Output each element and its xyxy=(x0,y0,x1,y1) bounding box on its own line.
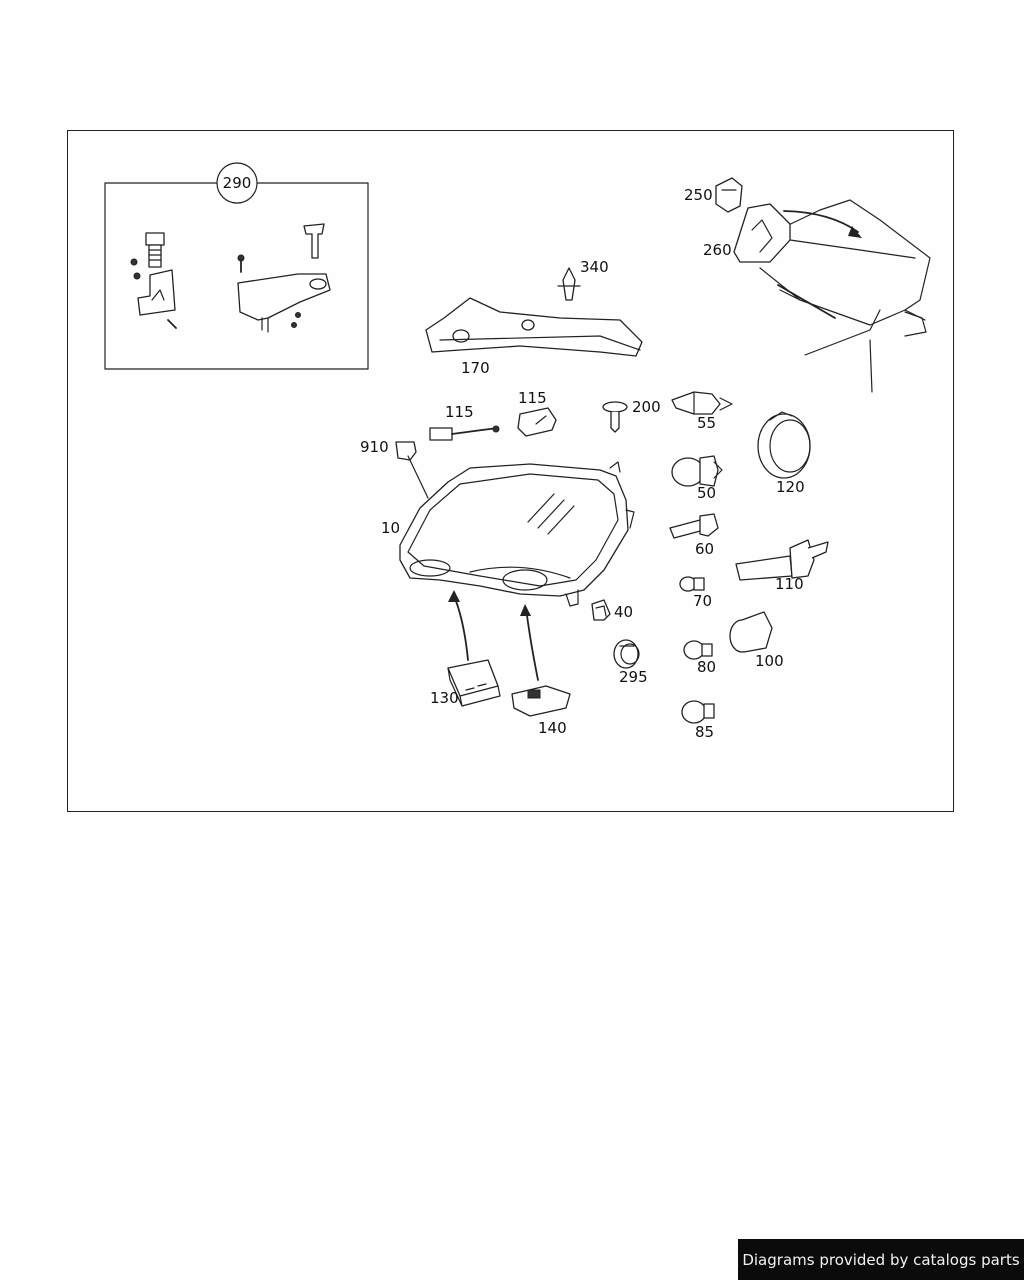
wiring-harness-icon xyxy=(429,425,500,441)
mount-bracket-icon xyxy=(237,223,331,333)
inset-box-290: 290 xyxy=(104,162,369,370)
callout-55[interactable]: 55 xyxy=(697,414,716,432)
callout-290[interactable]: 290 xyxy=(223,174,252,192)
clip-40-icon xyxy=(591,599,611,621)
callout-80[interactable]: 80 xyxy=(697,658,716,676)
bulb-60-icon xyxy=(669,513,719,539)
callout-130[interactable]: 130 xyxy=(430,689,459,707)
diagram-frame xyxy=(67,130,954,812)
callout-170[interactable]: 170 xyxy=(461,359,490,377)
callout-85[interactable]: 85 xyxy=(695,723,714,741)
credit-badge: Diagrams provided by catalogs parts xyxy=(738,1239,1024,1280)
dust-cap-icon xyxy=(757,411,811,479)
callout-115a[interactable]: 115 xyxy=(445,403,474,421)
callout-115b[interactable]: 115 xyxy=(518,389,547,407)
screw-icon xyxy=(130,258,177,329)
xenon-bulb-icon xyxy=(735,539,829,581)
bulb-80-icon xyxy=(683,640,713,660)
bolt-icon xyxy=(145,232,165,268)
callout-250[interactable]: 250 xyxy=(684,186,713,204)
callout-260[interactable]: 260 xyxy=(703,241,732,259)
bulb-70-icon xyxy=(679,576,705,592)
callout-340[interactable]: 340 xyxy=(580,258,609,276)
callout-200[interactable]: 200 xyxy=(632,398,661,416)
callout-50[interactable]: 50 xyxy=(697,484,716,502)
vehicle-outline xyxy=(759,199,931,393)
callout-70[interactable]: 70 xyxy=(693,592,712,610)
sensor-cover-icon xyxy=(733,203,791,263)
screw-200-icon xyxy=(602,401,628,433)
cowl-cover-icon xyxy=(425,297,643,357)
grommet-icon xyxy=(613,639,640,669)
control-unit-140-icon xyxy=(511,685,571,717)
rain-sensor-icon xyxy=(715,177,743,213)
callout-110[interactable]: 110 xyxy=(775,575,804,593)
callout-100[interactable]: 100 xyxy=(755,652,784,670)
connector-icon xyxy=(517,407,557,437)
bulb-85-icon xyxy=(681,700,715,724)
callout-140[interactable]: 140 xyxy=(538,719,567,737)
bracket-icon xyxy=(137,269,176,316)
callout-40[interactable]: 40 xyxy=(614,603,633,621)
bulb-50-icon xyxy=(671,455,723,487)
callout-295[interactable]: 295 xyxy=(619,668,648,686)
headlamp-assembly-icon xyxy=(399,461,635,607)
callout-10[interactable]: 10 xyxy=(381,519,400,537)
callout-120[interactable]: 120 xyxy=(776,478,805,496)
credit-text: Diagrams provided by catalogs parts xyxy=(742,1250,1020,1269)
callout-60[interactable]: 60 xyxy=(695,540,714,558)
clip-icon xyxy=(557,267,581,301)
control-unit-130-icon xyxy=(447,659,501,707)
label-sticker-icon xyxy=(395,441,429,499)
callout-910[interactable]: 910 xyxy=(360,438,389,456)
bulb-55-icon xyxy=(671,391,733,415)
lamp-holder-icon xyxy=(729,611,773,653)
